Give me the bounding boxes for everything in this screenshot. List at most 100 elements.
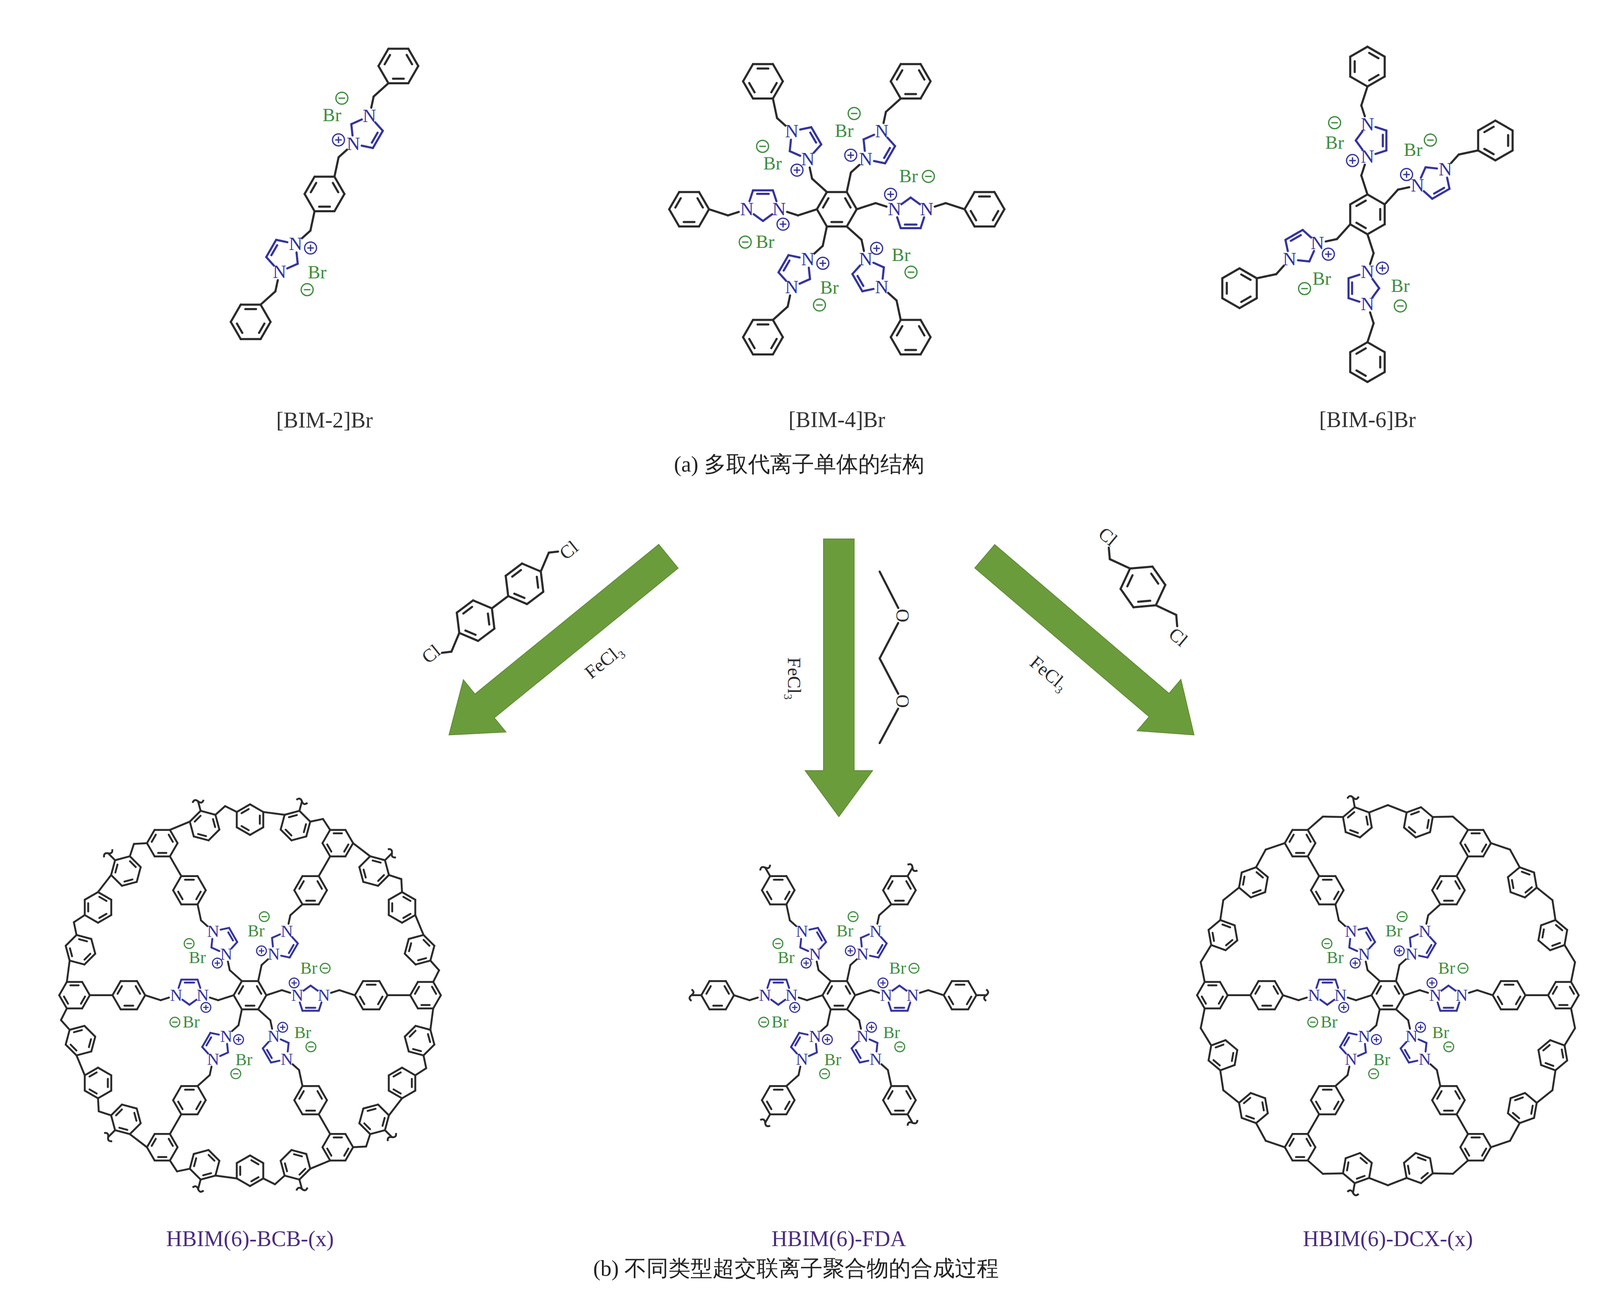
bond	[84, 1067, 98, 1076]
bond	[1495, 120, 1513, 131]
bond	[1538, 1039, 1551, 1050]
bond	[302, 1009, 319, 1012]
bond	[905, 348, 916, 351]
bond	[334, 176, 345, 195]
bond	[65, 1044, 77, 1056]
charge-circle	[884, 188, 897, 201]
bond	[846, 191, 857, 210]
bond	[1335, 1085, 1344, 1100]
bond	[169, 1114, 182, 1134]
bond	[213, 818, 216, 827]
bond	[1322, 1172, 1344, 1174]
nitrogen-atom: N	[801, 249, 815, 269]
bond	[359, 1108, 364, 1124]
bond	[1361, 175, 1368, 195]
bond	[1521, 871, 1530, 875]
bond	[274, 1175, 285, 1185]
bond	[478, 628, 495, 641]
bond	[1516, 996, 1521, 1004]
bond	[345, 842, 353, 857]
bond	[1561, 1049, 1564, 1058]
bond	[1467, 1132, 1484, 1135]
bond	[1152, 566, 1165, 585]
bond	[749, 83, 755, 93]
catalyst-label: FeCl₃	[1026, 652, 1072, 695]
bond	[1444, 899, 1454, 902]
bond	[1367, 323, 1374, 343]
bond	[388, 891, 403, 900]
cation-charge	[1322, 248, 1335, 261]
bond	[1483, 1147, 1491, 1161]
bond	[771, 83, 777, 93]
bromide-anion: Br	[235, 1050, 253, 1068]
bond	[1367, 970, 1380, 982]
bond	[713, 1004, 723, 1007]
bond	[1366, 816, 1368, 825]
bond	[861, 239, 865, 251]
bromide-anion: Br	[899, 166, 918, 186]
bond	[1533, 1102, 1537, 1118]
bond	[1448, 985, 1456, 991]
bond	[789, 151, 801, 156]
bond	[1436, 1069, 1441, 1086]
bond	[294, 1085, 303, 1100]
bond	[1223, 1089, 1240, 1103]
bond	[1289, 1138, 1294, 1146]
nitrogen-atom: N	[795, 922, 809, 940]
bond	[61, 1008, 67, 1020]
bond	[1322, 816, 1344, 817]
charge-sign	[310, 244, 312, 252]
bond	[63, 996, 69, 1004]
bond	[339, 989, 355, 996]
bond	[709, 209, 729, 216]
bond	[1440, 874, 1457, 877]
cation-charge	[1394, 945, 1405, 956]
bond	[329, 1159, 346, 1162]
bond	[860, 934, 869, 938]
bond	[870, 955, 879, 958]
bond	[1403, 827, 1416, 838]
bond	[1500, 979, 1518, 982]
bond	[1367, 46, 1385, 57]
bond	[1571, 962, 1576, 982]
bond	[235, 811, 239, 827]
bond	[1204, 980, 1221, 983]
polymer-chain-end	[760, 1119, 771, 1126]
nitrogen-atom: N	[859, 149, 873, 169]
bond	[294, 1100, 303, 1115]
bond	[65, 934, 77, 946]
bond	[846, 980, 855, 995]
bond	[816, 961, 819, 971]
bond	[310, 985, 318, 991]
bond	[855, 1049, 861, 1058]
charge-sign	[741, 241, 749, 243]
bond	[869, 1039, 878, 1043]
bond	[1348, 1032, 1357, 1035]
bond	[1495, 150, 1513, 161]
nitrogen-atom: N	[317, 986, 330, 1004]
bond	[1517, 995, 1526, 1010]
bond	[1426, 944, 1432, 953]
bond	[322, 818, 330, 830]
charge-sign	[1324, 942, 1330, 945]
bond	[401, 879, 403, 893]
charge-sign	[816, 304, 824, 306]
bond	[770, 978, 787, 981]
bond	[241, 979, 259, 982]
bond	[789, 920, 796, 927]
molecule-structure: HBIM(6)-BCB-(x)	[44, 780, 457, 1251]
bond	[130, 861, 136, 868]
chlorine-atom: Cl	[1095, 523, 1121, 550]
bond	[456, 612, 460, 633]
charge-sign	[1419, 1024, 1422, 1030]
bond	[82, 995, 90, 1009]
charge-circle	[813, 299, 826, 311]
nitrogen-atom: N	[280, 1050, 294, 1068]
bond	[1212, 932, 1214, 941]
nitrogen-atom: N	[809, 945, 822, 963]
bond	[306, 1153, 311, 1169]
bond	[1375, 127, 1387, 131]
bond	[1440, 1113, 1457, 1116]
bond	[1467, 1159, 1484, 1162]
nitrogen-atom: N	[795, 1050, 809, 1068]
